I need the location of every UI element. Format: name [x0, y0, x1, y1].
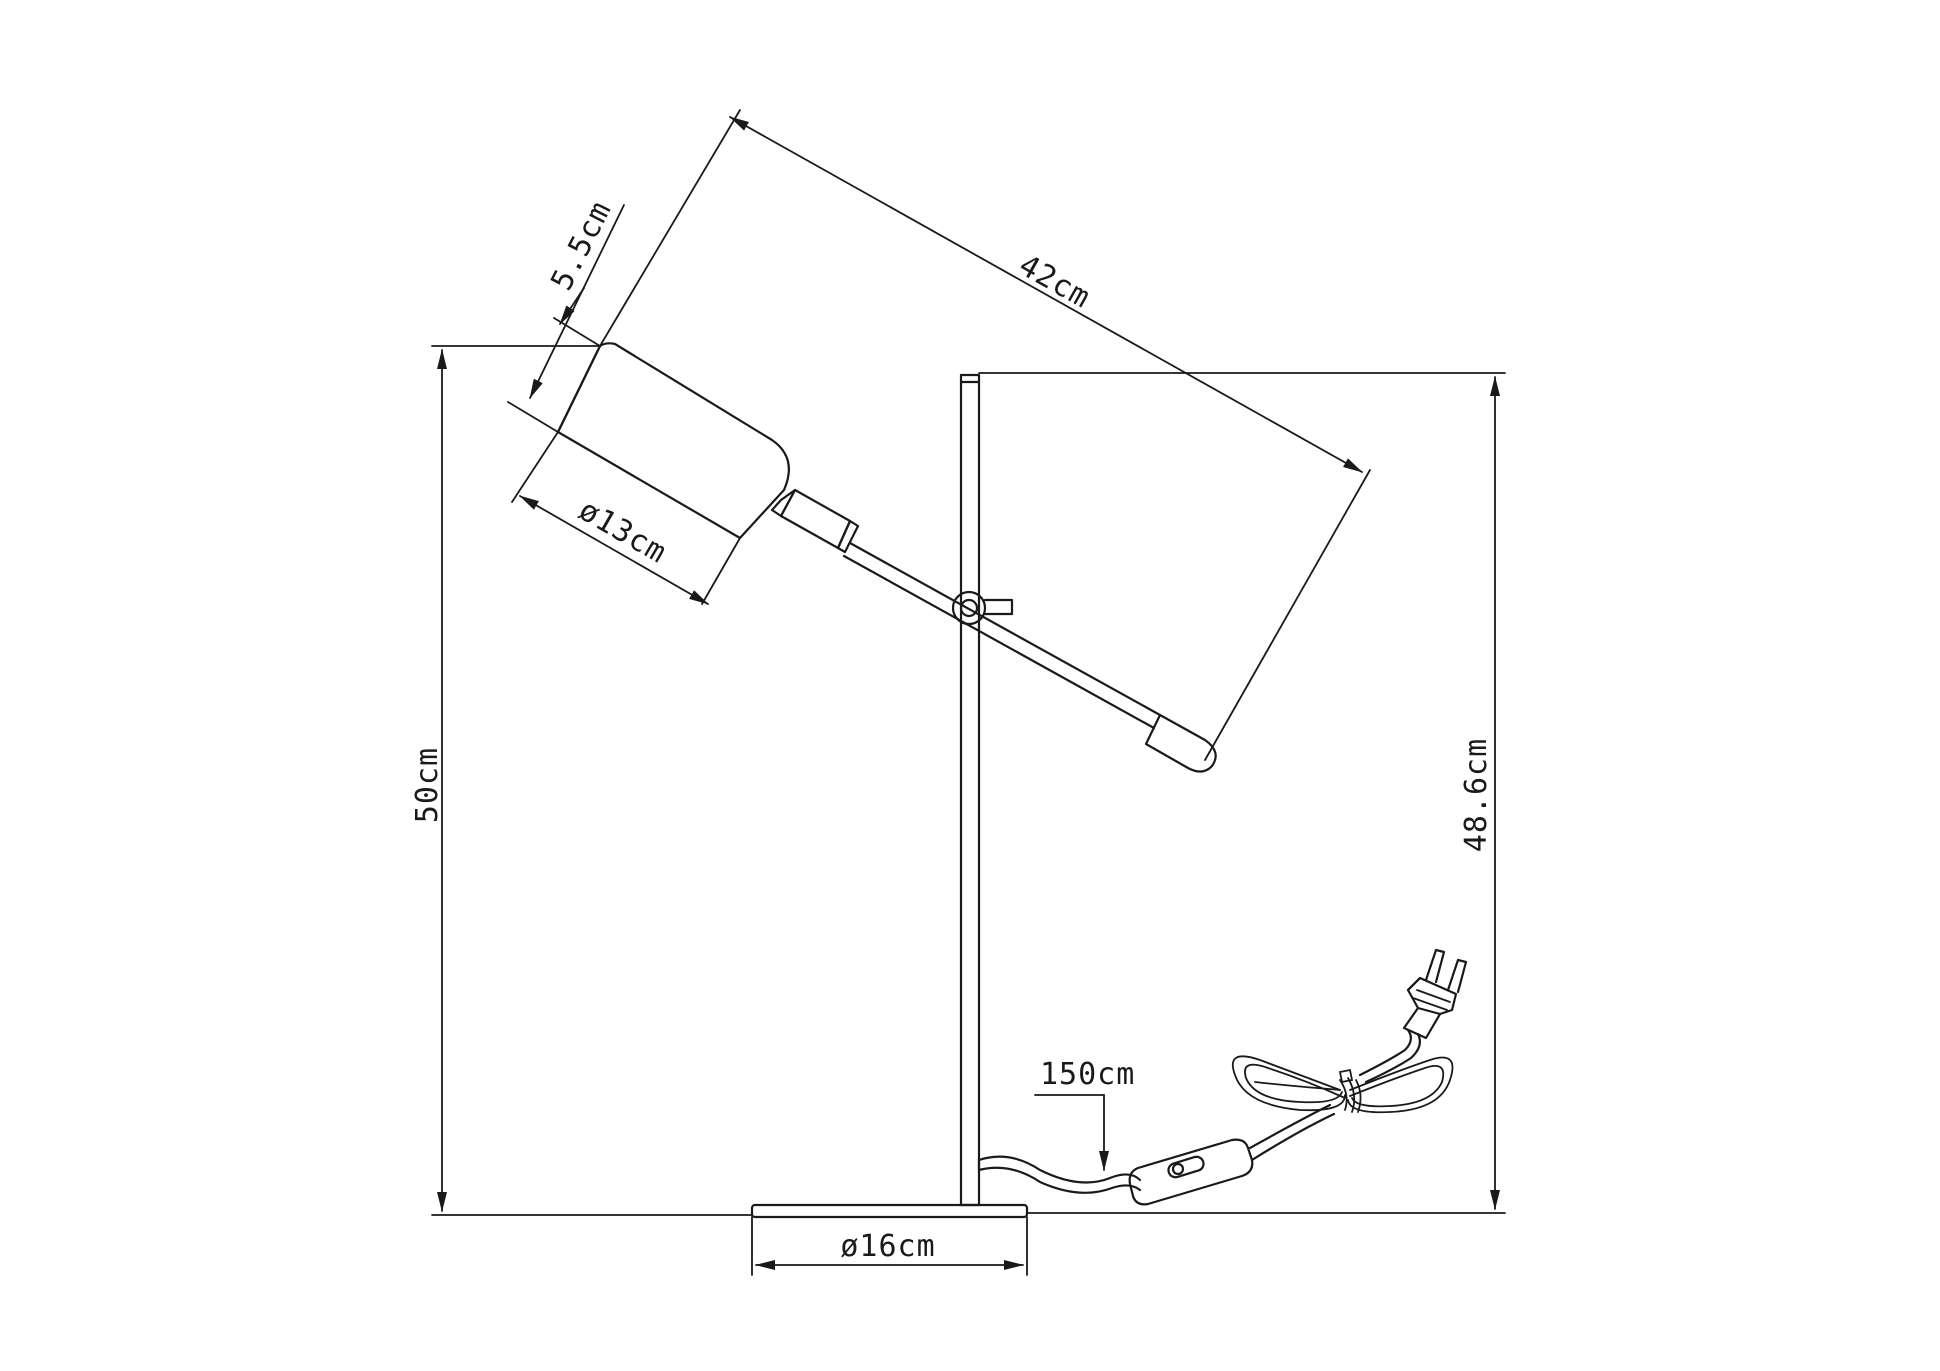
dim-label-pole-height: 48.6cm [1459, 738, 1494, 852]
power-plug [1402, 948, 1468, 1040]
inline-switch [1128, 1138, 1254, 1206]
cord-coil [1231, 1055, 1454, 1114]
dim-cord-length: 150cm [1034, 1057, 1135, 1171]
dimension-lines: 50cm 48.6cm 42cm 5.5cm [410, 109, 1506, 1276]
dim-label-cord-length: 150cm [1040, 1057, 1135, 1092]
lamp-base [750, 1203, 1029, 1219]
pivot-knob [951, 590, 1014, 626]
lamp-drawing [556, 342, 1468, 1219]
lamp-pole [959, 373, 981, 1207]
dim-shade-depth: 5.5cm [507, 195, 625, 433]
dim-label-total-height: 50cm [410, 747, 445, 823]
lamp-arm [770, 488, 1217, 773]
power-cord [977, 1028, 1454, 1206]
dim-label-arm-length: 42cm [1013, 248, 1097, 316]
dim-label-shade-diameter: ø13cm [573, 493, 673, 571]
dim-base-diameter: ø16cm [751, 1216, 1028, 1276]
dim-label-base-diameter: ø16cm [840, 1229, 935, 1264]
dim-arm-length: 42cm [599, 109, 1371, 761]
dim-label-shade-depth: 5.5cm [544, 195, 618, 296]
dim-total-height: 50cm [410, 345, 753, 1216]
